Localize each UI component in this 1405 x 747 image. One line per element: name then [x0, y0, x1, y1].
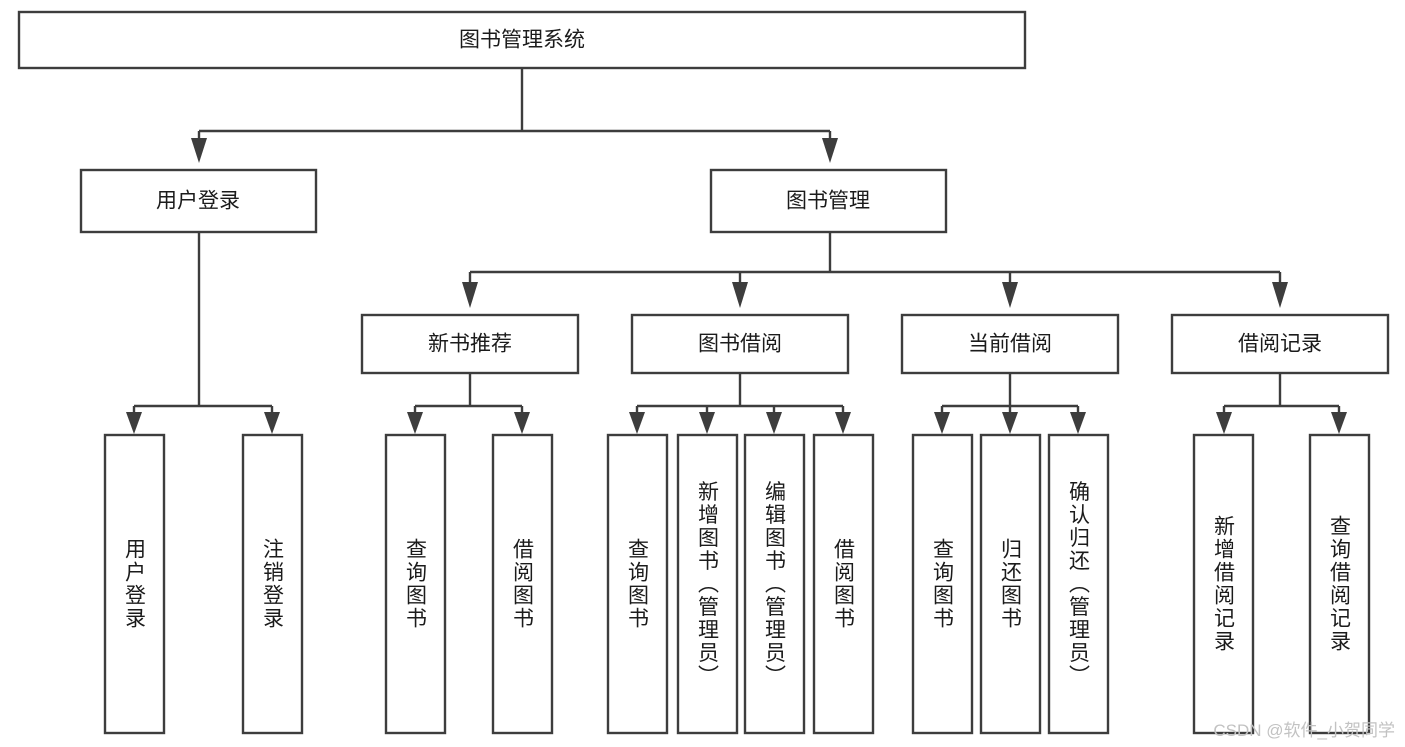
node-label-new-book-recommend: 新书推荐 [428, 333, 512, 356]
node-label-leaf-query-book-2: 查询图书 [626, 538, 650, 630]
node-box-leaf-confirm-return[interactable] [1047, 433, 1110, 735]
node-label-leaf-user-logout: 注销登录 [261, 538, 285, 630]
arrow-head-leaf-query-book-1 [407, 412, 423, 434]
node-label-leaf-query-record: 查询借阅记录 [1328, 515, 1352, 653]
arrow-head-user-login [191, 138, 207, 163]
node-box-leaf-query-book-3[interactable] [911, 433, 974, 735]
node-label-leaf-return-book: 归还图书 [999, 538, 1023, 630]
arrow-head-leaf-user-login [126, 412, 142, 434]
node-leaf-add-book[interactable]: 新增图书（管理员） [676, 433, 739, 735]
node-user-login[interactable]: 用户登录 [79, 168, 318, 234]
arrow-head-book-borrow [732, 282, 748, 308]
node-box-leaf-user-logout[interactable] [241, 433, 304, 735]
node-box-leaf-borrow-book-1[interactable] [491, 433, 554, 735]
node-box-leaf-user-login[interactable] [103, 433, 166, 735]
arrow-head-leaf-query-book-3 [934, 412, 950, 434]
node-label-root: 图书管理系统 [459, 29, 585, 52]
node-label-leaf-query-book-3: 查询图书 [931, 538, 955, 630]
node-label-user-login: 用户登录 [156, 190, 240, 213]
connector-group-current-borrow [934, 373, 1086, 434]
connector-group-book-management [462, 232, 1288, 308]
node-label-leaf-borrow-book-1: 借阅图书 [511, 538, 535, 630]
node-label-book-borrow: 图书借阅 [698, 333, 782, 356]
node-leaf-add-record[interactable]: 新增借阅记录 [1192, 433, 1255, 735]
node-leaf-query-book-3[interactable]: 查询图书 [911, 433, 974, 735]
node-label-leaf-add-book: 新增图书（管理员） [696, 481, 720, 688]
arrow-head-borrow-record [1272, 282, 1288, 308]
node-book-borrow[interactable]: 图书借阅 [630, 313, 850, 375]
node-leaf-edit-book[interactable]: 编辑图书（管理员） [743, 433, 806, 735]
node-book-management[interactable]: 图书管理 [709, 168, 948, 234]
node-leaf-query-book-2[interactable]: 查询图书 [606, 433, 669, 735]
arrow-head-current-borrow [1002, 282, 1018, 308]
connector-group-user-login [126, 232, 280, 434]
node-box-user-login[interactable] [79, 168, 318, 234]
arrow-head-leaf-borrow-book-1 [514, 412, 530, 434]
node-leaf-user-login[interactable]: 用户登录 [103, 433, 166, 735]
node-borrow-record[interactable]: 借阅记录 [1170, 313, 1390, 375]
node-new-book-recommend[interactable]: 新书推荐 [360, 313, 580, 375]
node-box-leaf-query-book-1[interactable] [384, 433, 447, 735]
connector-group-root [191, 68, 838, 163]
node-leaf-user-logout[interactable]: 注销登录 [241, 433, 304, 735]
node-leaf-return-book[interactable]: 归还图书 [979, 433, 1042, 735]
node-label-borrow-record: 借阅记录 [1238, 333, 1322, 356]
node-box-leaf-edit-book[interactable] [743, 433, 806, 735]
arrow-head-new-book-recommend [462, 282, 478, 308]
node-label-leaf-user-login: 用户登录 [123, 538, 147, 630]
node-leaf-query-book-1[interactable]: 查询图书 [384, 433, 447, 735]
node-label-leaf-query-book-1: 查询图书 [404, 538, 428, 630]
node-box-root[interactable] [17, 10, 1027, 70]
node-label-book-management: 图书管理 [786, 190, 870, 213]
node-label-leaf-borrow-book-2: 借阅图书 [832, 538, 856, 630]
connector-group-borrow-record [1216, 373, 1347, 434]
node-leaf-borrow-book-2[interactable]: 借阅图书 [812, 433, 875, 735]
node-box-leaf-query-book-2[interactable] [606, 433, 669, 735]
node-box-current-borrow[interactable] [900, 313, 1120, 375]
arrow-head-leaf-query-book-2 [629, 412, 645, 434]
node-box-book-management[interactable] [709, 168, 948, 234]
arrow-head-leaf-query-record [1331, 412, 1347, 434]
node-current-borrow[interactable]: 当前借阅 [900, 313, 1120, 375]
node-box-leaf-query-record[interactable] [1308, 433, 1371, 735]
connector-group-book-borrow [629, 373, 851, 434]
node-book-management-system[interactable]: 图书管理系统 [17, 10, 1027, 70]
node-label-leaf-confirm-return: 确认归还（管理员） [1067, 481, 1091, 688]
arrow-head-leaf-return-book [1002, 412, 1018, 434]
node-box-leaf-add-book[interactable] [676, 433, 739, 735]
arrow-head-leaf-edit-book [766, 412, 782, 434]
arrow-head-leaf-add-book [699, 412, 715, 434]
node-label-current-borrow: 当前借阅 [968, 333, 1052, 356]
arrow-head-book-management [822, 138, 838, 163]
node-box-leaf-borrow-book-2[interactable] [812, 433, 875, 735]
node-box-leaf-return-book[interactable] [979, 433, 1042, 735]
node-label-leaf-add-record: 新增借阅记录 [1212, 515, 1236, 653]
arrow-head-leaf-user-logout [264, 412, 280, 434]
node-leaf-borrow-book-1[interactable]: 借阅图书 [491, 433, 554, 735]
node-box-leaf-add-record[interactable] [1192, 433, 1255, 735]
arrow-head-leaf-borrow-book-2 [835, 412, 851, 434]
node-box-book-borrow[interactable] [630, 313, 850, 375]
arrow-head-leaf-confirm-return [1070, 412, 1086, 434]
node-box-new-book-recommend[interactable] [360, 313, 580, 375]
node-leaf-query-record[interactable]: 查询借阅记录 [1308, 433, 1371, 735]
arrow-head-leaf-add-record [1216, 412, 1232, 434]
node-leaf-confirm-return[interactable]: 确认归还（管理员） [1047, 433, 1110, 735]
connector-group-new-book-recommend [407, 373, 530, 434]
node-box-borrow-record[interactable] [1170, 313, 1390, 375]
node-label-leaf-edit-book: 编辑图书（管理员） [763, 481, 787, 688]
